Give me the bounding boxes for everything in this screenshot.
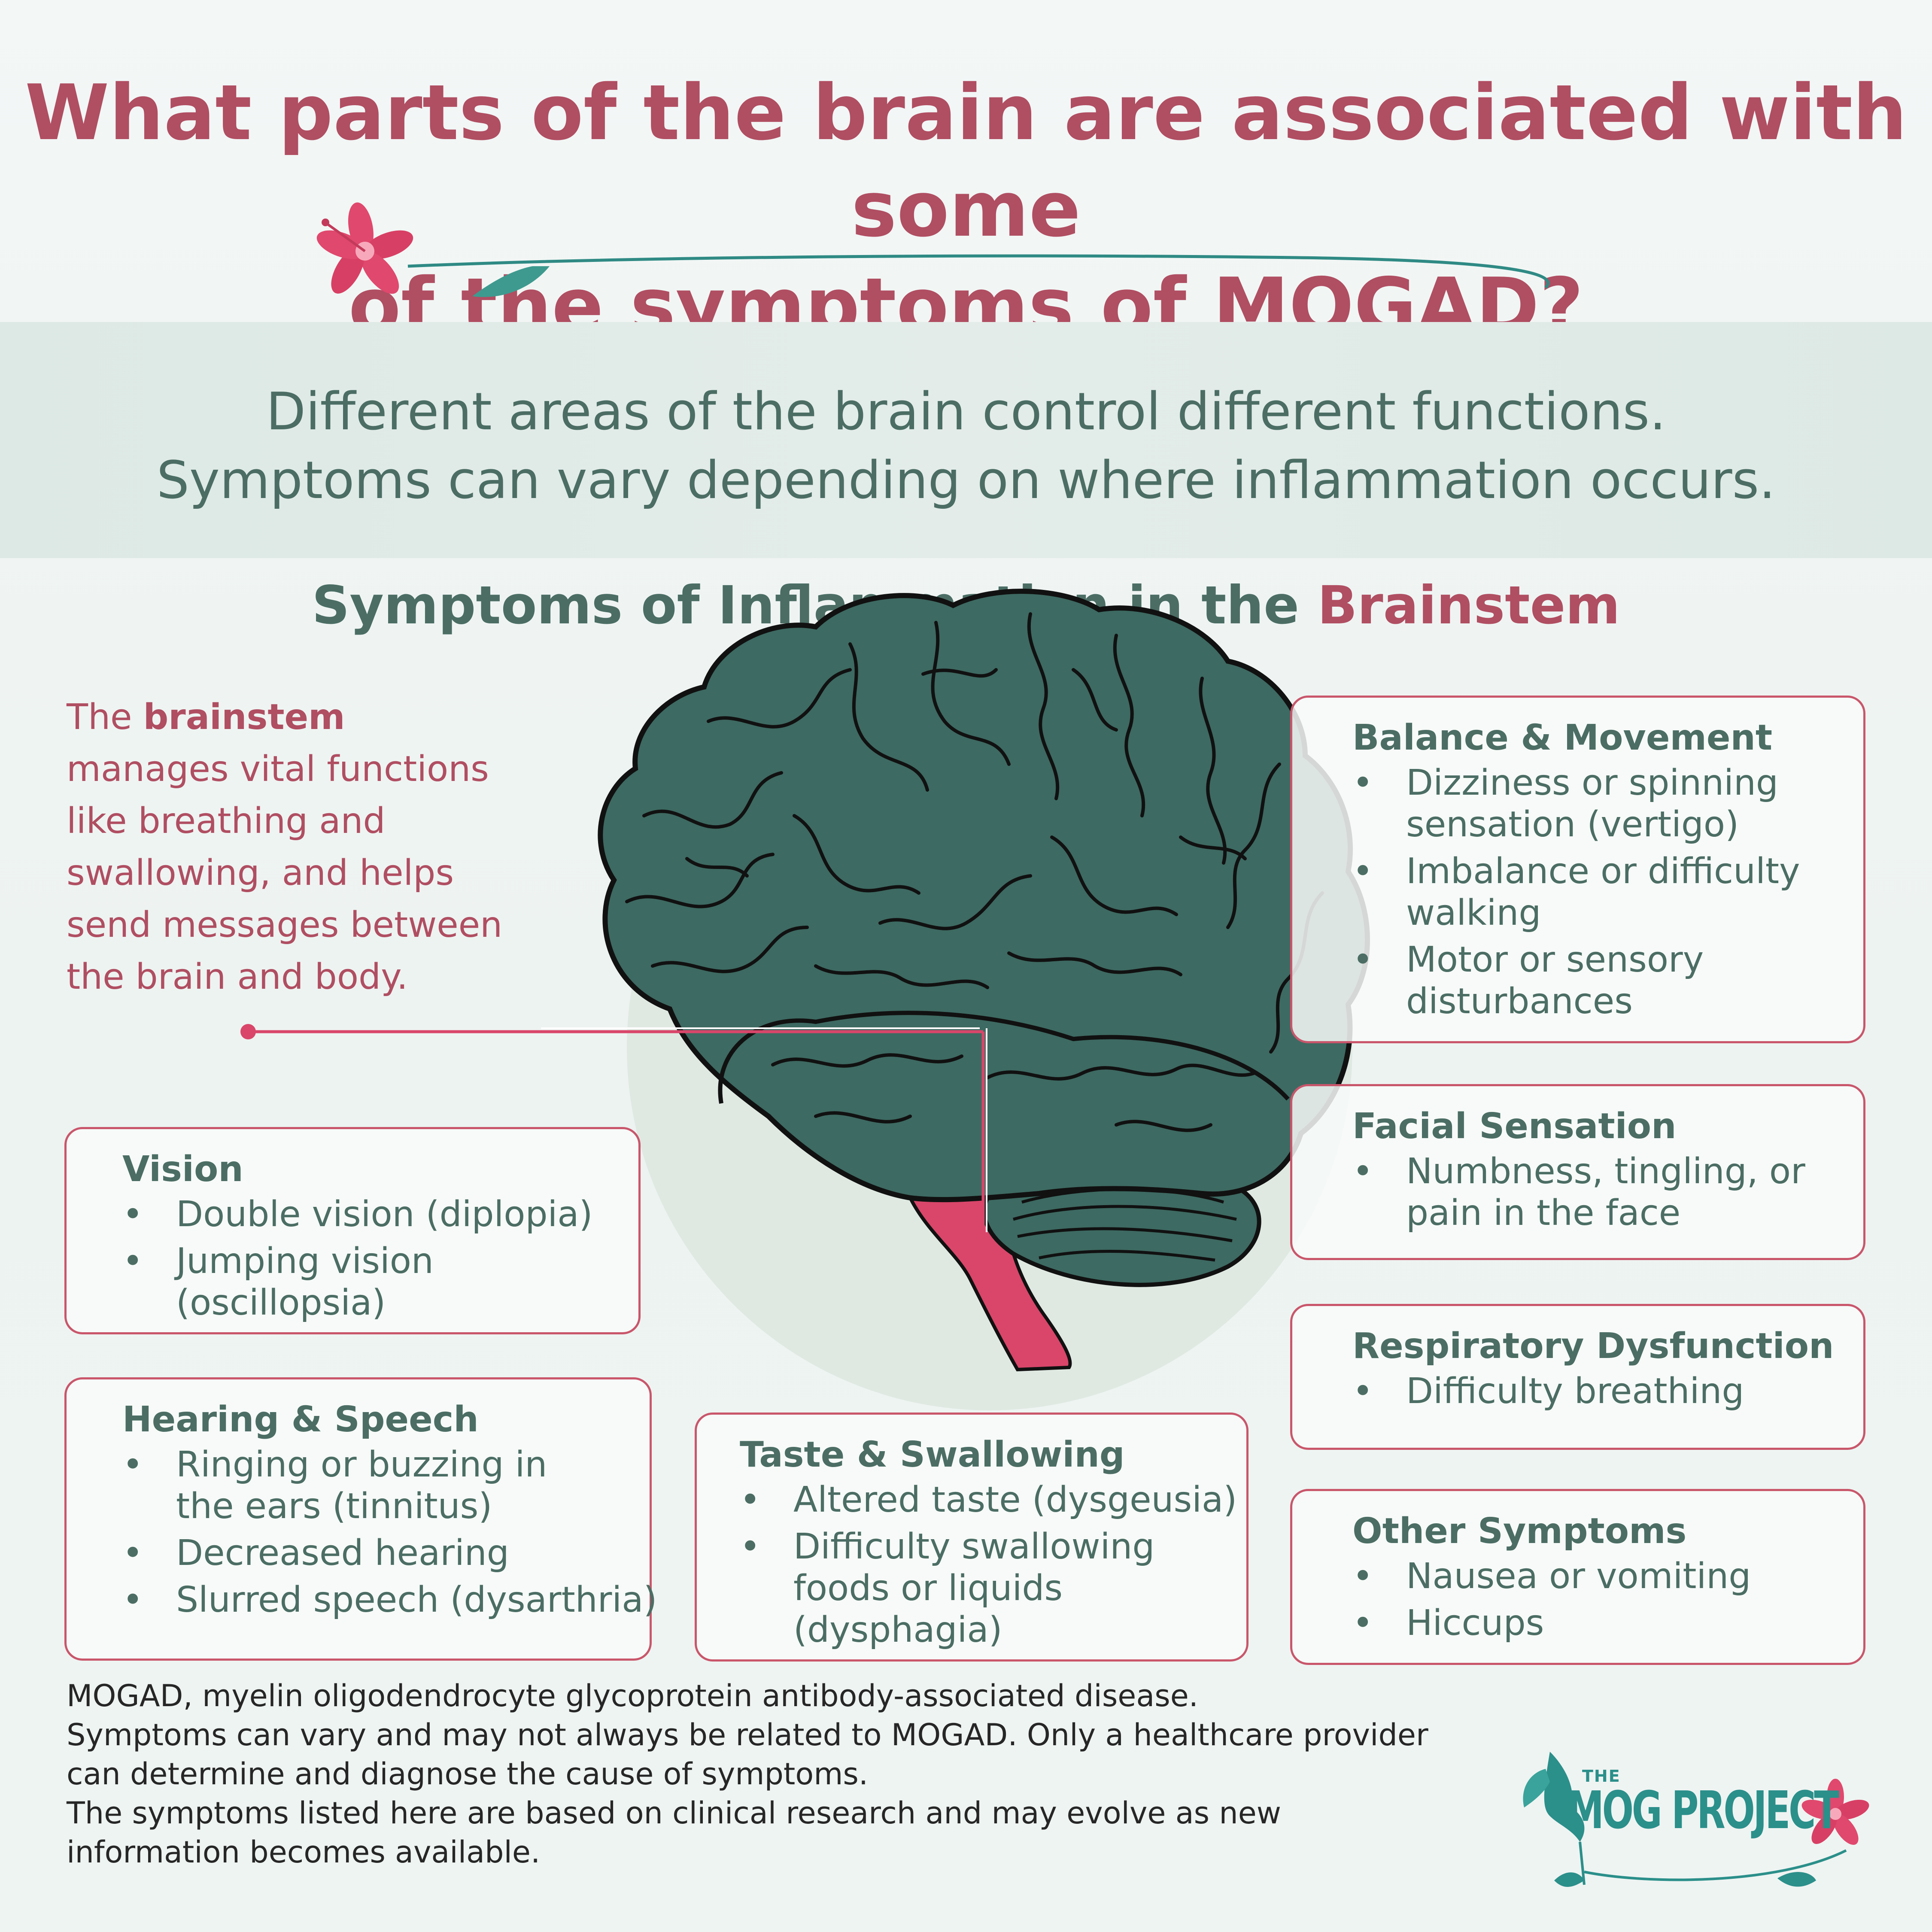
box-taste-swallowing: Taste & Swallowing Altered taste (dysgeu… xyxy=(695,1413,1249,1662)
footnote-line: MOGAD, myelin oligodendrocyte glycoprote… xyxy=(67,1678,1199,1713)
symptom-list: Dizziness or spinning sensation (vertigo… xyxy=(1352,762,1863,1022)
symptom-list: Nausea or vomiting Hiccups xyxy=(1352,1555,1863,1644)
footnote-line: can determine and diagnose the cause of … xyxy=(67,1756,869,1792)
logo-text: MOG PROJECT xyxy=(1567,1781,1839,1841)
box-facial-sensation: Facial Sensation Numbness, tingling, or … xyxy=(1290,1084,1865,1260)
intro-bold: brainstem xyxy=(143,697,345,738)
subtitle-band xyxy=(0,322,1932,558)
box-hearing-speech: Hearing & Speech Ringing or buzzing in t… xyxy=(64,1377,657,1661)
symptom-list: Numbness, tingling, or pain in the face xyxy=(1352,1151,1863,1234)
list-item: Altered taste (dysgeusia) xyxy=(740,1479,1246,1521)
box-heading: Balance & Movement xyxy=(1352,717,1773,758)
lily-flower-icon xyxy=(316,202,1550,297)
symptom-list: Altered taste (dysgeusia) Difficulty swa… xyxy=(740,1479,1246,1651)
footnote-line: The symptoms listed here are based on cl… xyxy=(67,1795,1282,1831)
subtitle: Different areas of the brain control dif… xyxy=(0,378,1932,515)
footnote-line: Symptoms can vary and may not always be … xyxy=(67,1717,1428,1753)
box-heading: Taste & Swallowing xyxy=(740,1434,1125,1475)
subtitle-line-2: Symptoms can vary depending on where inf… xyxy=(156,451,1776,510)
box-heading: Respiratory Dysfunction xyxy=(1352,1326,1834,1367)
symptom-list: Ringing or buzzing in the ears (tinnitus… xyxy=(122,1444,657,1621)
logo-small-text: THE xyxy=(1582,1767,1621,1786)
list-item: Ringing or buzzing in the ears (tinnitus… xyxy=(122,1444,605,1527)
intro-lead: The xyxy=(67,697,143,738)
list-item: Difficulty breathing xyxy=(1352,1370,1863,1412)
list-item: Nausea or vomiting xyxy=(1352,1555,1863,1597)
box-vision: Vision Double vision (diplopia) Jumping … xyxy=(64,1127,641,1334)
box-heading: Other Symptoms xyxy=(1352,1511,1687,1552)
subtitle-line-1: Different areas of the brain control dif… xyxy=(266,382,1666,442)
intro-rest: manages vital functions like breathing a… xyxy=(67,749,503,997)
box-heading: Vision xyxy=(122,1149,243,1190)
footnote-line: information becomes available. xyxy=(67,1835,541,1870)
box-balance-movement: Balance & Movement Dizziness or spinning… xyxy=(1290,696,1865,1043)
list-item: Hiccups xyxy=(1352,1602,1863,1644)
footnote: MOGAD, myelin oligodendrocyte glycoprote… xyxy=(67,1677,1526,1872)
symptom-list: Difficulty breathing xyxy=(1352,1370,1863,1412)
list-item: Double vision (diplopia) xyxy=(122,1194,638,1235)
brainstem-description: The brainstem manages vital functions li… xyxy=(67,691,539,1003)
box-respiratory-dysfunction: Respiratory Dysfunction Difficulty breat… xyxy=(1290,1304,1865,1450)
box-heading: Hearing & Speech xyxy=(122,1399,479,1440)
list-item: Decreased hearing xyxy=(122,1532,650,1574)
list-item: Numbness, tingling, or pain in the face xyxy=(1352,1151,1863,1234)
symptom-list: Double vision (diplopia) Jumping vision … xyxy=(122,1194,638,1324)
list-item: Motor or sensory disturbances xyxy=(1352,939,1863,1022)
hummingbird-icon xyxy=(1523,1752,1869,1887)
box-other-symptoms: Other Symptoms Nausea or vomiting Hiccup… xyxy=(1290,1489,1865,1665)
list-item: Jumping vision (oscillopsia) xyxy=(122,1240,519,1324)
list-item: Difficulty swallowing foods or liquids (… xyxy=(740,1526,1180,1651)
box-heading: Facial Sensation xyxy=(1352,1106,1677,1147)
list-item: Imbalance or difficulty walking xyxy=(1352,851,1863,934)
list-item: Dizziness or spinning sensation (vertigo… xyxy=(1352,762,1863,845)
section-heading-accent: Brainstem xyxy=(1317,575,1620,636)
list-item: Slurred speech (dysarthria) xyxy=(122,1579,657,1621)
title-line-1: What parts of the brain are associated w… xyxy=(25,68,1907,254)
